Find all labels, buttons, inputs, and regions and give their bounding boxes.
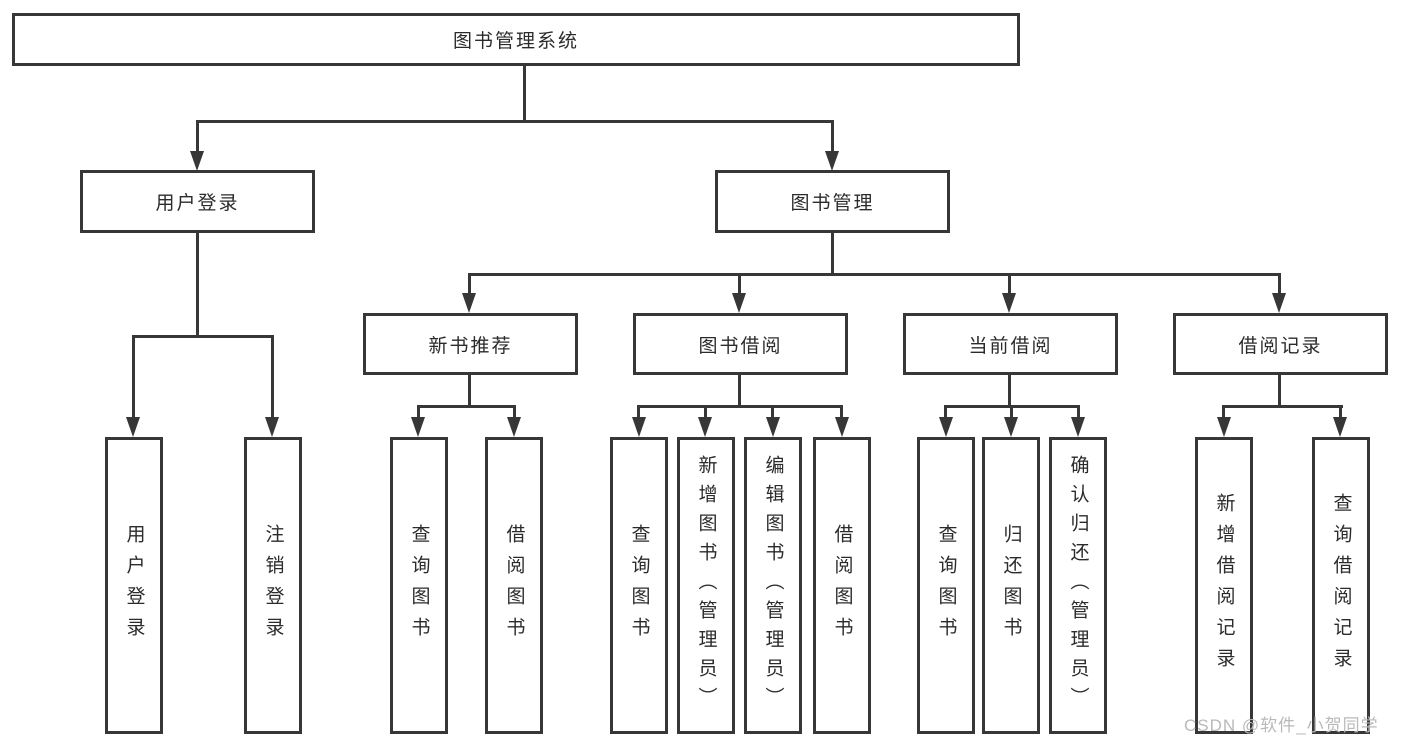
node-new-book-recommend: 新书推荐 bbox=[363, 313, 578, 375]
leaf-query-borrow-record: 查询借阅记录 bbox=[1312, 437, 1370, 734]
node-label: 编辑图书（管理员） bbox=[762, 455, 784, 716]
connector-line bbox=[738, 273, 741, 297]
connector-line bbox=[132, 335, 274, 338]
arrow-down-icon bbox=[825, 151, 839, 171]
connector-line bbox=[523, 66, 526, 121]
arrow-down-icon bbox=[1004, 417, 1018, 437]
leaf-logout: 注销登录 bbox=[244, 437, 302, 734]
node-label: 图书借阅 bbox=[698, 335, 783, 357]
arrow-down-icon bbox=[766, 417, 780, 437]
leaf-query-books-current: 查询图书 bbox=[917, 437, 975, 734]
arrow-down-icon bbox=[126, 417, 140, 437]
leaf-user-login: 用户登录 bbox=[105, 437, 163, 734]
connector-line bbox=[1008, 273, 1011, 297]
node-book-borrowing: 图书借阅 bbox=[633, 313, 848, 375]
node-label: 图书管理系统 bbox=[452, 31, 579, 52]
node-label: 借阅图书 bbox=[503, 523, 525, 648]
connector-line bbox=[1339, 405, 1342, 419]
leaf-confirm-return-admin: 确认归还（管理员） bbox=[1049, 437, 1107, 734]
node-label: 借阅记录 bbox=[1238, 335, 1323, 357]
connector-line bbox=[771, 405, 774, 419]
connector-line bbox=[944, 405, 947, 419]
arrow-down-icon bbox=[1272, 293, 1286, 313]
node-label: 新增图书（管理员） bbox=[695, 455, 717, 716]
connector-line bbox=[132, 335, 135, 419]
connector-line bbox=[271, 335, 274, 419]
connector-line bbox=[468, 273, 471, 297]
arrow-down-icon bbox=[462, 293, 476, 313]
leaf-return-books: 归还图书 bbox=[982, 437, 1040, 734]
connector-line bbox=[1278, 375, 1281, 407]
node-label: 归还图书 bbox=[1000, 523, 1022, 648]
arrow-down-icon bbox=[732, 293, 746, 313]
arrow-down-icon bbox=[1071, 417, 1085, 437]
node-label: 图书管理 bbox=[790, 193, 875, 214]
connector-line bbox=[1222, 405, 1343, 408]
node-label: 确认归还（管理员） bbox=[1067, 455, 1089, 716]
connector-line bbox=[513, 405, 516, 419]
connector-line bbox=[468, 375, 471, 407]
node-label: 查询图书 bbox=[408, 523, 430, 648]
node-label: 查询图书 bbox=[628, 523, 650, 648]
node-current-borrowing: 当前借阅 bbox=[903, 313, 1118, 375]
connector-line bbox=[196, 120, 834, 123]
leaf-query-books-recommend: 查询图书 bbox=[390, 437, 448, 734]
node-label: 用户登录 bbox=[123, 523, 145, 648]
leaf-add-borrow-record: 新增借阅记录 bbox=[1195, 437, 1253, 734]
node-label: 注销登录 bbox=[262, 523, 284, 648]
connector-line bbox=[738, 375, 741, 407]
node-borrow-records: 借阅记录 bbox=[1173, 313, 1388, 375]
leaf-edit-books-admin: 编辑图书（管理员） bbox=[744, 437, 802, 734]
connector-line bbox=[1278, 273, 1281, 297]
connector-line bbox=[704, 405, 707, 419]
node-label: 借阅图书 bbox=[831, 523, 853, 648]
node-label: 当前借阅 bbox=[968, 335, 1053, 357]
connector-line bbox=[637, 405, 640, 419]
arrow-down-icon bbox=[698, 417, 712, 437]
node-label: 查询借阅记录 bbox=[1330, 492, 1352, 679]
connector-line bbox=[417, 405, 516, 408]
node-label: 用户登录 bbox=[155, 193, 240, 214]
leaf-query-books-borrowing: 查询图书 bbox=[610, 437, 668, 734]
arrow-down-icon bbox=[835, 417, 849, 437]
arrow-down-icon bbox=[939, 417, 953, 437]
arrow-down-icon bbox=[265, 417, 279, 437]
connector-line bbox=[1077, 405, 1080, 419]
leaf-add-books-admin: 新增图书（管理员） bbox=[677, 437, 735, 734]
connector-line bbox=[417, 405, 420, 419]
node-label: 查询图书 bbox=[935, 523, 957, 648]
connector-line bbox=[1010, 405, 1013, 419]
arrow-down-icon bbox=[411, 417, 425, 437]
arrow-down-icon bbox=[1217, 417, 1231, 437]
node-label: 新增借阅记录 bbox=[1213, 492, 1235, 679]
arrow-down-icon bbox=[1333, 417, 1347, 437]
leaf-borrow-books: 借阅图书 bbox=[813, 437, 871, 734]
connector-line bbox=[468, 273, 1281, 276]
leaf-borrow-books-recommend: 借阅图书 bbox=[485, 437, 543, 734]
node-label: 新书推荐 bbox=[428, 335, 513, 357]
connector-line bbox=[831, 233, 834, 275]
connector-line bbox=[196, 120, 199, 153]
csdn-watermark: CSDN @软件_小贺同学 bbox=[1184, 716, 1379, 735]
connector-line bbox=[831, 120, 834, 153]
node-book-management: 图书管理 bbox=[715, 170, 950, 233]
connector-line bbox=[196, 233, 199, 337]
connector-line bbox=[1222, 405, 1225, 419]
arrow-down-icon bbox=[190, 151, 204, 171]
arrow-down-icon bbox=[507, 417, 521, 437]
node-library-management-system: 图书管理系统 bbox=[12, 13, 1020, 66]
arrow-down-icon bbox=[632, 417, 646, 437]
connector-line bbox=[1008, 375, 1011, 407]
connector-line bbox=[840, 405, 843, 419]
connector-line bbox=[637, 405, 843, 408]
arrow-down-icon bbox=[1002, 293, 1016, 313]
node-user-login: 用户登录 bbox=[80, 170, 315, 233]
